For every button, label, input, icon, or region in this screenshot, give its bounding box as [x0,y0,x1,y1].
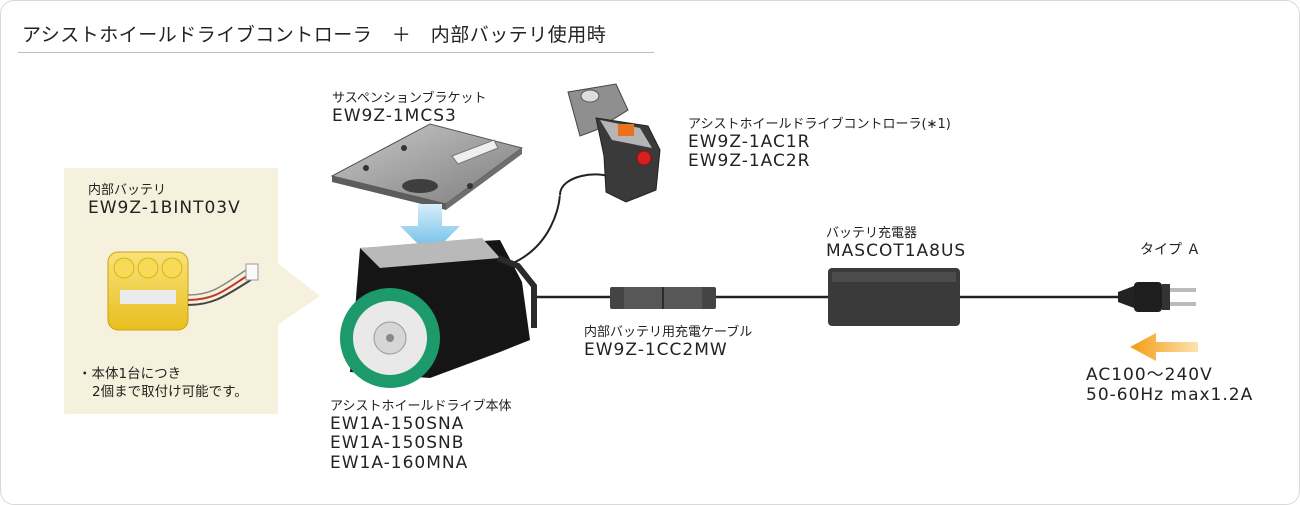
controller-cable [499,173,613,269]
battery-name: 内部バッテリ [88,183,167,198]
bracket-label: サスペンションブラケット EW9Z-1MCS3 [332,91,487,126]
controller-code: EW9Z-1AC1R [688,131,811,152]
controller-image [567,83,661,203]
drive-unit-name: アシストホイールドライブ本体 [330,399,512,414]
drive-unit-image [340,238,537,388]
title-divider [18,52,654,53]
battery-callout-pointer [276,262,320,326]
plug-type-a-icon [1118,282,1196,312]
bracket-code: EW9Z-1MCS3 [332,105,457,126]
battery-pack-image [107,251,259,331]
controller-label: アシストホイールドライブコントローラ(∗1) EW9Z-1AC1R EW9Z-1… [688,117,951,172]
bracket-name: サスペンションブラケット [332,91,487,106]
drive-unit-label: アシストホイールドライブ本体 EW1A-150SNA EW1A-150SNB E… [330,399,512,474]
charge-cable-code: EW9Z-1CC2MW [584,339,728,360]
charge-cable-connector-image [610,287,716,309]
power-voltage: AC100～240V [1086,365,1213,385]
page-title: アシストホイールドライブコントローラ ＋ 内部バッテリ使用時 [22,24,607,46]
battery-note-bullet: ・ [78,366,92,382]
battery-note-line1: 本体1台につき [91,366,182,382]
battery-label: 内部バッテリ EW9Z-1BINT03V [88,183,241,218]
controller-name: アシストホイールドライブコントローラ(∗1) [688,117,951,132]
power-spec: 50-60Hz max1.2A [1086,384,1254,405]
charger-code: MASCOT1A8US [826,240,967,261]
battery-code: EW9Z-1BINT03V [88,197,241,218]
charger-name: バッテリ充電器 [826,226,918,241]
charger-label: バッテリ充電器 MASCOT1A8US [826,226,967,261]
power-input-arrow-icon [1130,333,1198,361]
battery-note-line2: 2個まで取付け可能です。 [92,384,248,401]
plug-label: タイプ Ａ [1140,242,1201,258]
drive-unit-code: EW1A-160MNA [330,453,469,474]
power-label: AC100～240V 50-60Hz max1.2A [1086,365,1254,405]
drive-unit-code: EW1A-150SNA [330,413,465,434]
drive-unit-code: EW1A-150SNB [330,433,465,454]
suspension-bracket-image [330,123,524,210]
battery-note: ・本体1台につき 2個まで取付け可能です。 [78,365,248,401]
controller-code: EW9Z-1AC2R [688,151,811,172]
charge-cable-name: 内部バッテリ用充電ケーブル [584,325,753,340]
mount-arrow-icon [400,204,460,256]
charge-cable-label: 内部バッテリ用充電ケーブル EW9Z-1CC2MW [584,325,753,360]
charger-image [828,268,960,326]
